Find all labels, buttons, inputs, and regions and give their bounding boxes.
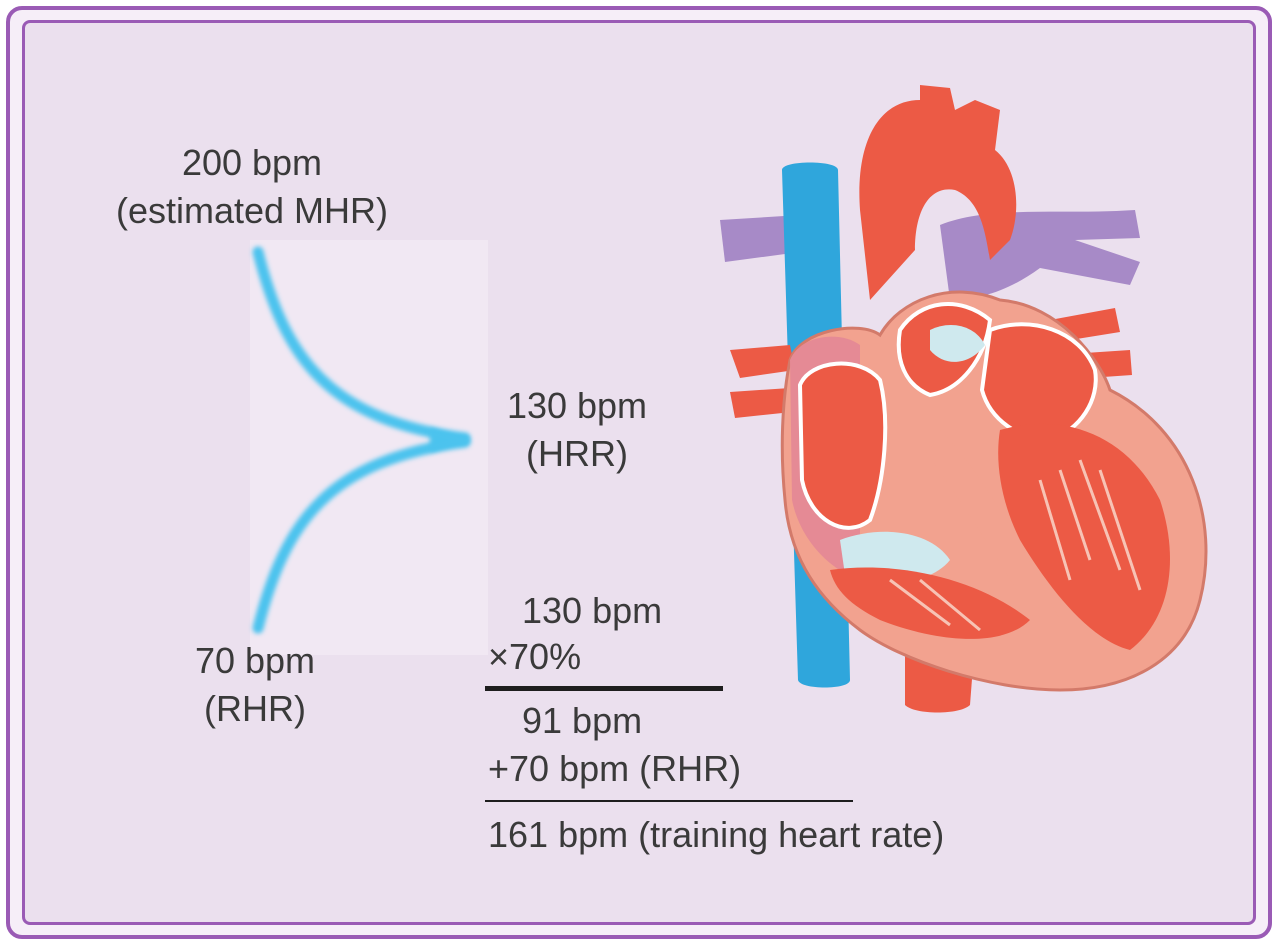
mhr-value-label: 200 bpm bbox=[72, 142, 432, 184]
calc-product: 91 bpm bbox=[522, 700, 642, 742]
hrr-note-label: (HRR) bbox=[482, 433, 672, 475]
calc-multiplier: ×70% bbox=[488, 636, 581, 678]
rhr-value-label: 70 bpm bbox=[160, 640, 350, 682]
calc-add-rhr: +70 bpm (RHR) bbox=[488, 748, 741, 790]
calc-rule-1 bbox=[485, 686, 723, 691]
mhr-note-label: (estimated MHR) bbox=[72, 190, 432, 232]
hrr-value-label: 130 bpm bbox=[482, 385, 672, 427]
rhr-note-label: (RHR) bbox=[160, 688, 350, 730]
calc-result: 161 bpm (training heart rate) bbox=[488, 814, 944, 856]
heart-icon bbox=[720, 85, 1206, 713]
calc-hrr: 130 bpm bbox=[522, 590, 662, 632]
calc-rule-2 bbox=[485, 800, 853, 802]
